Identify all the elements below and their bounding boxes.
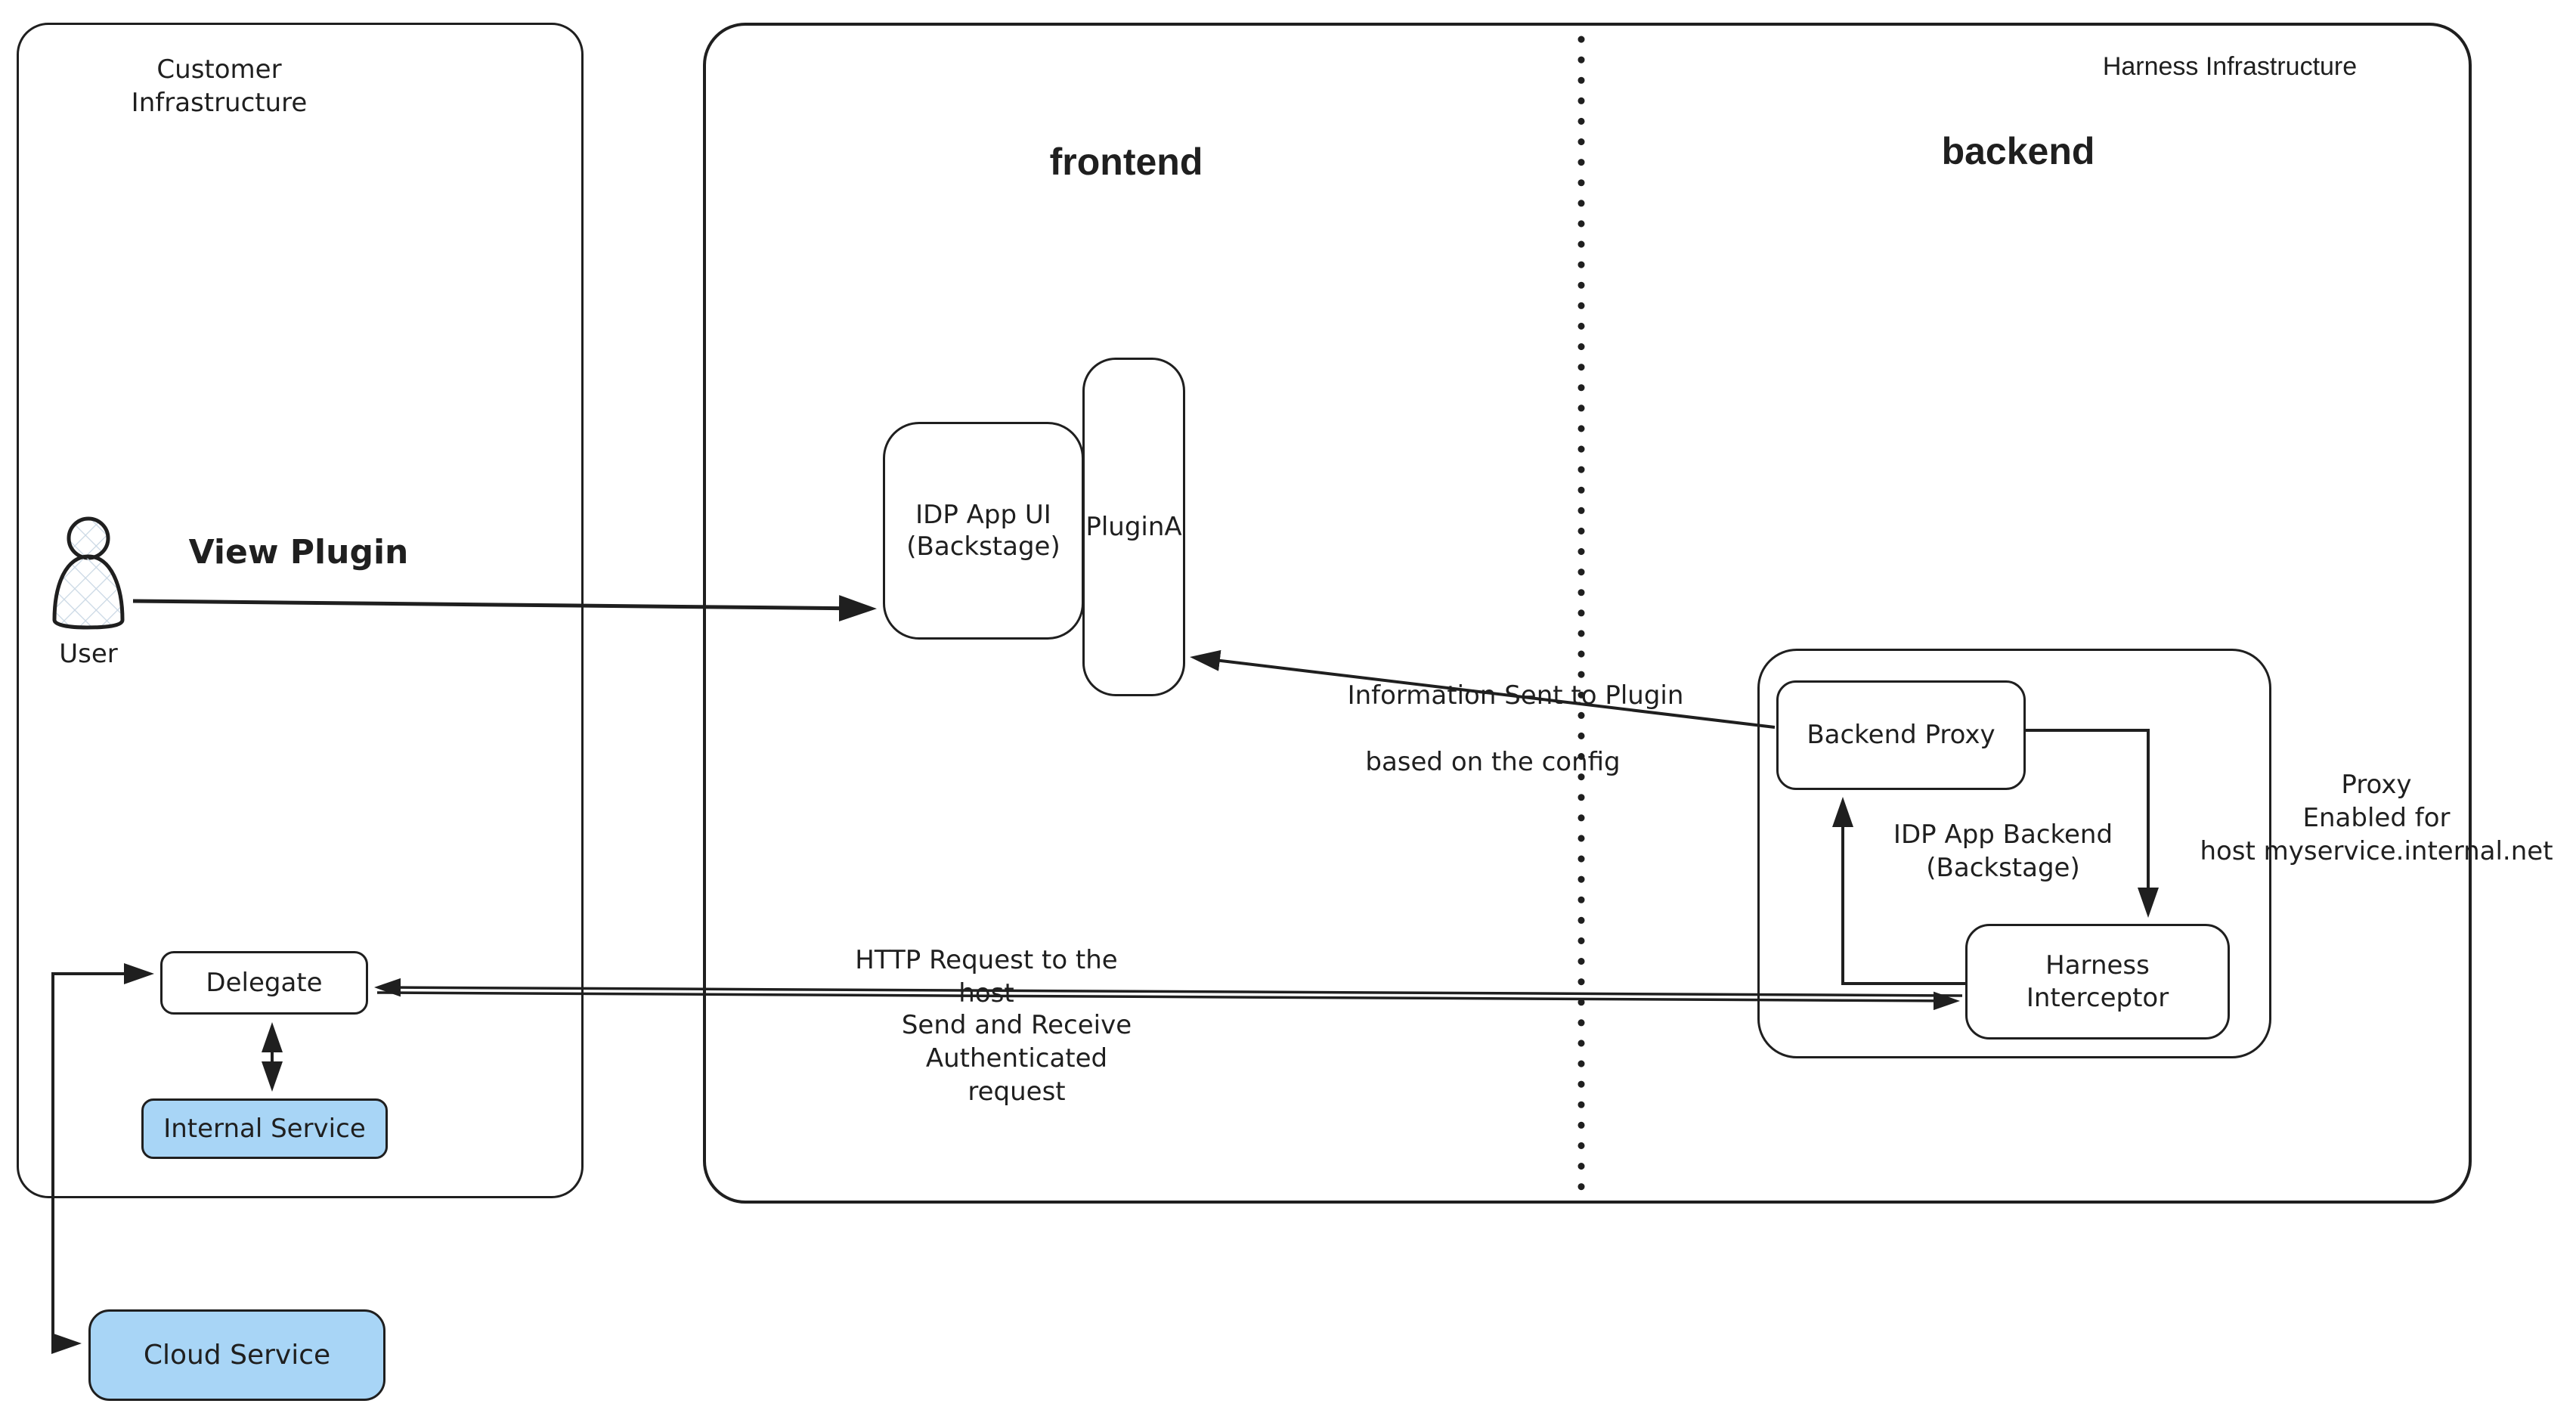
- customer-infrastructure-title: Customer Infrastructure: [131, 54, 308, 119]
- view-plugin-edge-label: View Plugin: [188, 533, 409, 572]
- backend-proxy-node: Backend Proxy: [1776, 680, 2026, 790]
- info-sent-top-label: Information Sent to Plugin: [1347, 680, 1684, 711]
- proxy-enabled-note: Proxy Enabled for host myservice.interna…: [2200, 770, 2553, 867]
- plugin-a-label: PluginA: [1085, 511, 1182, 542]
- view-plugin-arrow: [132, 595, 877, 622]
- idp-app-backend-label: IDP App Backend (Backstage): [1893, 820, 2113, 884]
- http-request-top-label: HTTP Request to the host: [855, 945, 1118, 1009]
- cloud-service-node: Cloud Service: [88, 1309, 385, 1401]
- harness-infrastructure-box: [703, 23, 2472, 1204]
- info-sent-bottom-label: based on the config: [1365, 747, 1621, 777]
- backend-zone-label: backend: [1941, 130, 2095, 172]
- idp-app-ui-label: IDP App UI (Backstage): [906, 499, 1060, 562]
- internal-service-label: Internal Service: [163, 1113, 366, 1144]
- harness-interceptor-label: Harness Interceptor: [2026, 950, 2169, 1013]
- cloud-service-label: Cloud Service: [143, 1340, 331, 1371]
- proxy-to-interceptor-arrow: [2026, 729, 2159, 918]
- delegate-label: Delegate: [206, 967, 323, 998]
- frontend-zone-label: frontend: [1049, 141, 1203, 183]
- customer-infrastructure-box: [17, 23, 584, 1198]
- delegate-node: Delegate: [160, 951, 368, 1015]
- internal-service-node: Internal Service: [141, 1098, 388, 1159]
- backend-proxy-label: Backend Proxy: [1807, 720, 1995, 751]
- harness-interceptor-node: Harness Interceptor: [1965, 924, 2230, 1040]
- interceptor-to-proxy-arrow: [1832, 797, 1965, 985]
- loop-to-delegate-arrow: [51, 963, 154, 1343]
- delegate-to-interceptor-line: [376, 991, 1960, 1011]
- info-sent-arrow: [1190, 649, 1776, 729]
- user-icon: [52, 516, 125, 630]
- harness-infrastructure-title: Harness Infrastructure: [2102, 52, 2358, 81]
- interceptor-to-delegate-line: [374, 978, 1963, 997]
- http-request-bottom-label: Send and Receive Authenticated request: [901, 1010, 1132, 1108]
- user-label: User: [59, 639, 118, 669]
- idp-app-backend-container: [1757, 649, 2271, 1058]
- plugin-a-node: PluginA: [1082, 358, 1185, 696]
- idp-app-ui-node: IDP App UI (Backstage): [883, 422, 1084, 640]
